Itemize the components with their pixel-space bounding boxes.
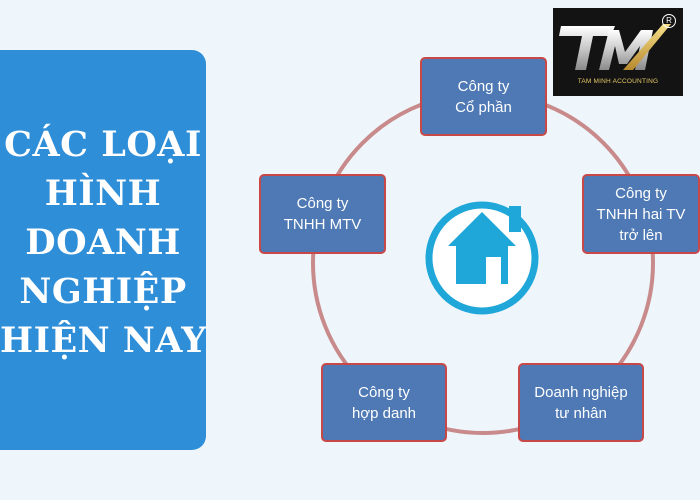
node-cong-ty-hop-danh: Công ty hợp danh bbox=[321, 363, 447, 442]
house-icon bbox=[425, 201, 539, 315]
node-cong-ty-tnhh-mtv: Công ty TNHH MTV bbox=[259, 174, 386, 254]
node-label: Công ty bbox=[358, 383, 410, 401]
node-label: Công ty bbox=[457, 77, 510, 95]
title-line: CÁC LOẠI bbox=[4, 124, 202, 165]
brand-logo: R TAM MINH ACCOUNTING bbox=[553, 8, 683, 96]
node-label: Công ty bbox=[615, 184, 667, 202]
node-label: Cổ phần bbox=[455, 98, 512, 116]
node-cong-ty-tnhh-hai-tv: Công ty TNHH hai TV trở lên bbox=[582, 174, 700, 254]
page-title: CÁC LOẠI HÌNH DOANH NGHIỆP HIỆN NAY bbox=[0, 120, 206, 365]
title-panel bbox=[0, 50, 206, 450]
registered-mark: R bbox=[662, 14, 676, 28]
node-doanh-nghiep-tu-nhan: Doanh nghiệp tư nhân bbox=[518, 363, 644, 442]
node-label: hợp danh bbox=[351, 404, 417, 422]
node-label: tư nhân bbox=[555, 404, 607, 422]
node-label: Công ty bbox=[296, 195, 349, 212]
node-label: TNHH hai TV bbox=[596, 205, 686, 223]
logo-monogram-icon bbox=[559, 24, 671, 70]
title-line: NGHIỆP bbox=[19, 271, 187, 312]
node-label: TNHH MTV bbox=[283, 216, 362, 233]
logo-caption: TAM MINH ACCOUNTING bbox=[577, 78, 659, 85]
title-line: HÌNH bbox=[44, 173, 162, 214]
title-line: HIỆN NAY bbox=[0, 320, 207, 361]
title-line: DOANH bbox=[25, 222, 181, 263]
node-label: trở lên bbox=[619, 226, 663, 244]
node-label: Doanh nghiệp bbox=[534, 383, 628, 401]
node-cong-ty-co-phan: Công ty Cổ phần bbox=[420, 57, 547, 136]
